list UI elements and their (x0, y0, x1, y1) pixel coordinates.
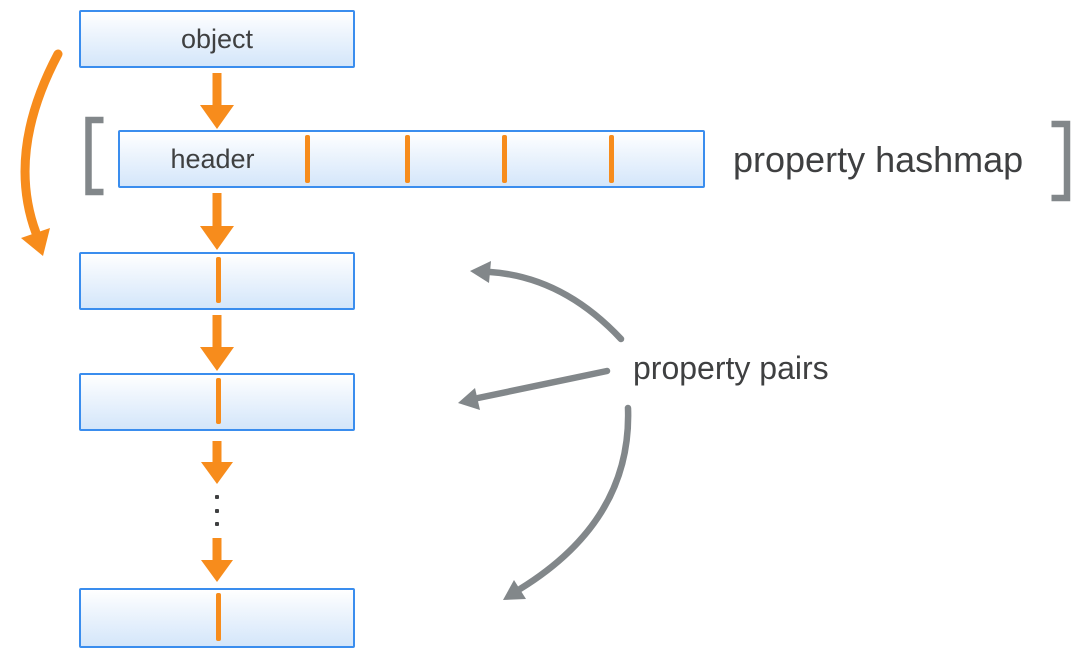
hashmap-divider (609, 135, 614, 183)
right-bracket-icon (1051, 120, 1071, 202)
pair-divider (216, 378, 221, 424)
down-arrow-pair1-to-pair2-icon (200, 315, 234, 371)
hashmap-row: header (118, 130, 705, 188)
pair-divider (216, 257, 221, 303)
pair-divider (216, 593, 221, 641)
object-box-label: object (180, 23, 254, 54)
property-pairs-label: property pairs (633, 350, 829, 386)
property-pair-box-1 (79, 252, 355, 310)
property-pair-box-3 (79, 588, 355, 648)
hashmap-divider (502, 135, 507, 183)
down-arrow-pair2-to-ellipsis-icon (201, 441, 233, 484)
curved-arrow-object-to-pairs-icon (20, 49, 63, 256)
pairs-arrow-bottom-icon (503, 404, 632, 600)
hashmap-divider (405, 135, 410, 183)
left-bracket-icon (85, 116, 104, 196)
pairs-arrow-middle-icon (458, 367, 611, 410)
down-arrow-ellipsis-to-pair3-icon (201, 538, 233, 582)
hashmap-divider (305, 135, 310, 183)
down-arrow-hashmap-to-pair1-icon (200, 193, 234, 250)
pairs-arrow-top-icon (470, 261, 625, 343)
object-box: object (79, 10, 355, 68)
property-hashmap-label: property hashmap (733, 139, 1024, 180)
header-cell-label: header (170, 143, 255, 174)
property-pair-box-2 (79, 373, 355, 431)
down-arrow-object-to-hashmap-icon (200, 73, 234, 129)
ellipsis-icon (215, 495, 219, 526)
